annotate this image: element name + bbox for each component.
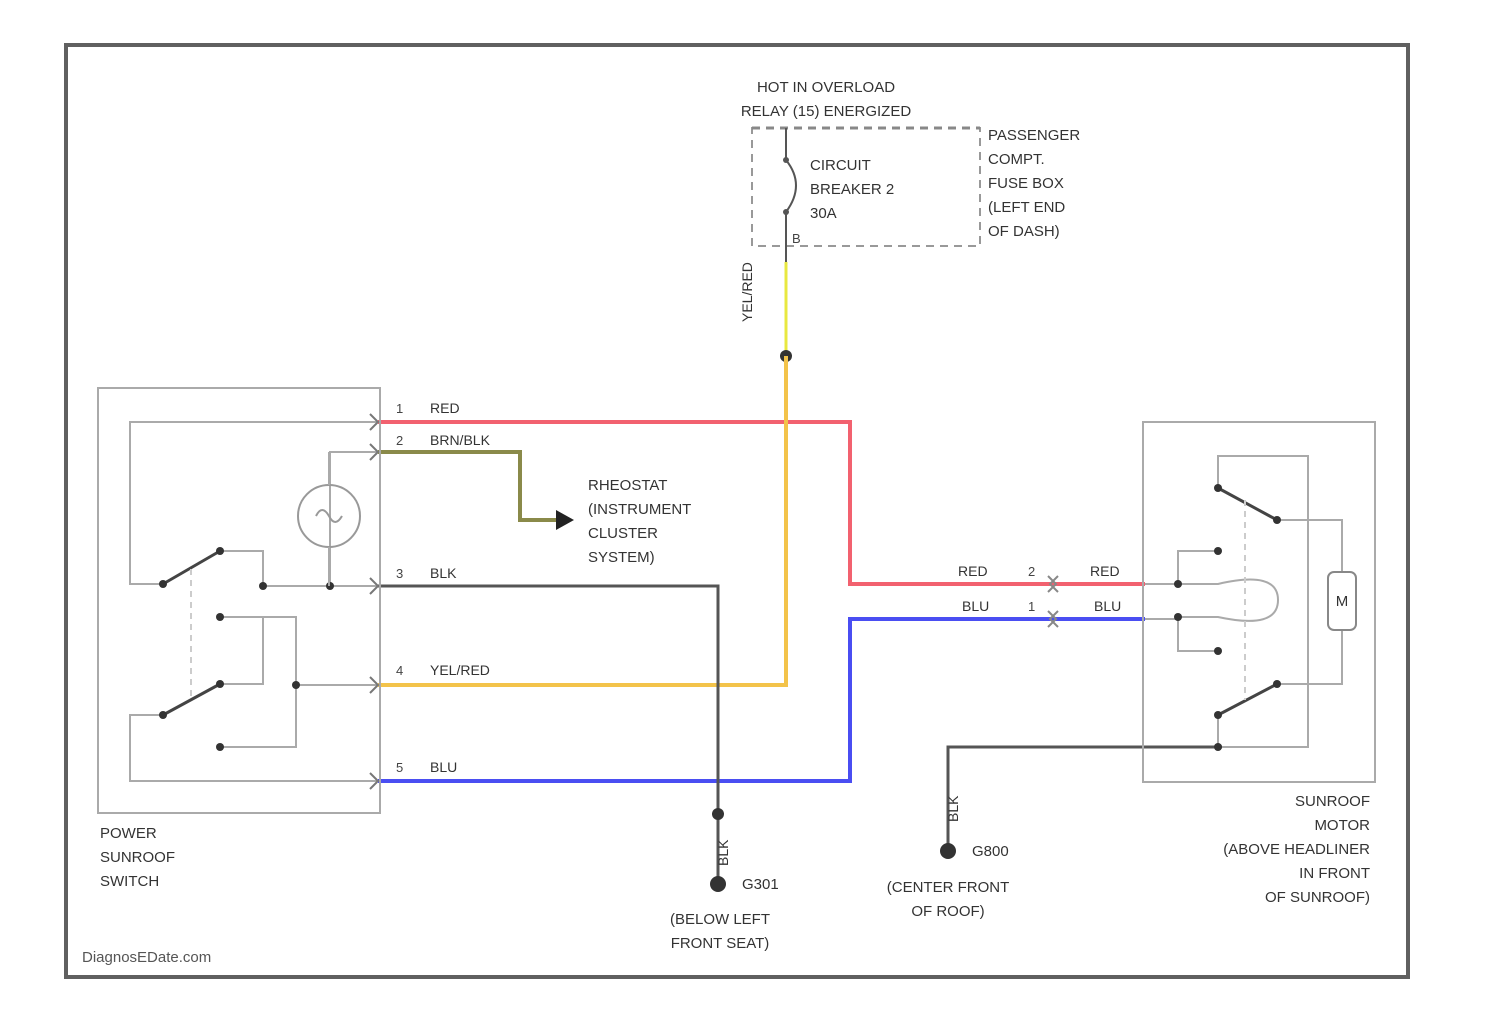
blk-wire-to-g301 [378, 586, 718, 884]
diagram-frame [66, 45, 1408, 977]
breaker-label-line-3: 30A [810, 205, 837, 222]
blk-wire-to-g800 [948, 747, 1222, 851]
fuse-box-label-line-5: OF DASH) [988, 223, 1060, 240]
blu-wire [378, 619, 1145, 781]
motor-blu-right-label: BLU [1094, 598, 1121, 614]
motor-blu-left-label: BLU [962, 598, 989, 614]
pin-5-number: 5 [396, 760, 403, 775]
pin-3-number: 3 [396, 566, 403, 581]
pin-1-number: 1 [396, 401, 403, 416]
red-wire [378, 422, 1145, 584]
pin-4-wire-label: YEL/RED [430, 662, 490, 678]
rheostat-label-line-1: RHEOSTAT [588, 477, 667, 494]
brn-blk-wire [378, 452, 556, 520]
switch-label-line-1: POWER [100, 825, 157, 842]
pin-3-wire-label: BLK [430, 565, 457, 581]
rheostat-label-line-2: (INSTRUMENT [588, 501, 691, 518]
svg-text:B: B [792, 231, 801, 246]
switch-connector [370, 414, 378, 789]
watermark: DiagnosEDate.com [82, 949, 211, 966]
motor-label-line-3: (ABOVE HEADLINER [1223, 841, 1370, 858]
g800-wire-label: BLK [945, 795, 961, 822]
motor-label-line-2: MOTOR [1314, 817, 1370, 834]
rheostat-label-line-3: CLUSTER [588, 525, 658, 542]
motor-label-line-1: SUNROOF [1295, 793, 1370, 810]
relay-label-line-2: RELAY (15) ENERGIZED [741, 103, 911, 120]
breaker-label-line-2: BREAKER 2 [810, 181, 894, 198]
motor-blu-pin: 1 [1028, 599, 1035, 614]
pin-4-number: 4 [396, 663, 403, 678]
sunroof-motor: M [1143, 422, 1375, 782]
g800-id: G800 [972, 843, 1009, 860]
motor-label-line-4: IN FRONT [1299, 865, 1370, 882]
breaker-label-line-1: CIRCUIT [810, 157, 871, 174]
motor-label-line-5: OF SUNROOF) [1265, 889, 1370, 906]
fuse-box-label-line-3: FUSE BOX [988, 175, 1064, 192]
motor-red-right-label: RED [1090, 563, 1120, 579]
motor-symbol-label: M [1336, 593, 1349, 610]
pin-2-number: 2 [396, 433, 403, 448]
power-sunroof-switch [98, 388, 380, 813]
motor-red-left-label: RED [958, 563, 988, 579]
g800-location-line-1: (CENTER FRONT [887, 879, 1010, 896]
motor-red-pin: 2 [1028, 564, 1035, 579]
ground-g800 [940, 843, 956, 859]
pin-2-wire-label: BRN/BLK [430, 432, 491, 448]
switch-label-line-2: SUNROOF [100, 849, 175, 866]
circuit-breaker-symbol: B [783, 128, 801, 262]
fuse-box-label-line-1: PASSENGER [988, 127, 1080, 144]
rheostat-arrow-icon [556, 510, 574, 530]
g301-wire-label: BLK [715, 839, 731, 866]
pin-5-wire-label: BLU [430, 759, 457, 775]
g301-location-line-1: (BELOW LEFT [670, 911, 770, 928]
relay-label-line-1: HOT IN OVERLOAD [757, 79, 895, 96]
fuse-box-label-line-2: COMPT. [988, 151, 1045, 168]
g800-location-line-2: OF ROOF) [911, 903, 984, 920]
switch-label-line-3: SWITCH [100, 873, 159, 890]
fuse-box-label-line-4: (LEFT END [988, 199, 1065, 216]
g301-id: G301 [742, 876, 779, 893]
rheostat-label-line-4: SYSTEM) [588, 549, 655, 566]
g301-location-line-2: FRONT SEAT) [671, 935, 770, 952]
pin-1-wire-label: RED [430, 400, 460, 416]
vertical-wire-label: YEL/RED [739, 262, 755, 322]
relay-fuse-box-block: HOT IN OVERLOAD RELAY (15) ENERGIZED B C… [741, 79, 1081, 262]
